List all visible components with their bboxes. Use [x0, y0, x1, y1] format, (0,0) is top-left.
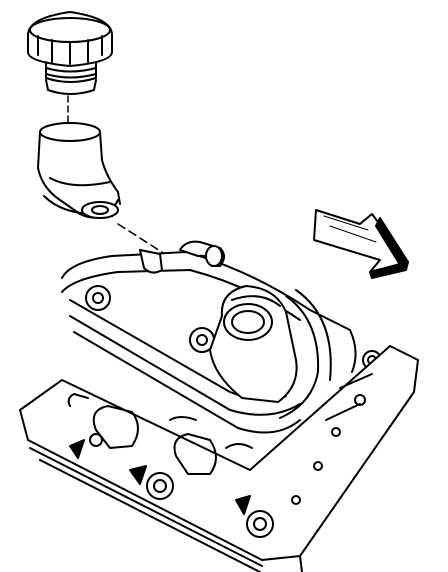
oil-fill-cap	[27, 11, 113, 95]
valve-rocker-cover	[61, 240, 382, 434]
head-bolt-icon	[89, 394, 366, 538]
port-icon	[67, 393, 217, 475]
cylinder-head	[19, 345, 419, 572]
fill-opening	[209, 285, 298, 403]
direction-arrow-icon	[313, 209, 409, 279]
cover-bolt-icon	[85, 285, 382, 370]
oil-fill-tube	[37, 122, 121, 219]
